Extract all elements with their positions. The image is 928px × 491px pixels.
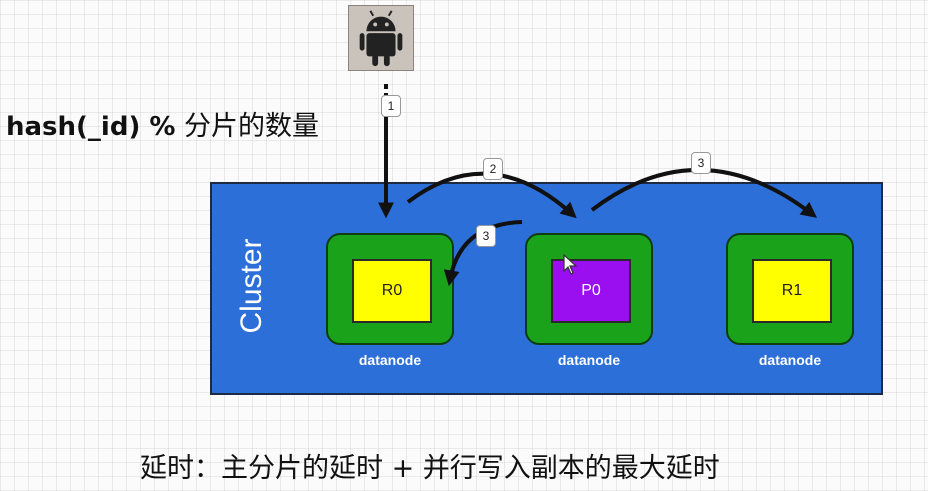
cluster-label: Cluster [235, 238, 268, 334]
formula-text: 分片的数量 [184, 111, 320, 142]
step-badge-3-right: 3 [691, 152, 711, 174]
step-badge-3-left: 3 [476, 225, 496, 247]
datanode-2: P0 [525, 233, 653, 345]
mouse-cursor-icon [563, 254, 578, 275]
datanode-2-label: datanode [557, 352, 621, 368]
routing-formula: hash(_id) % 分片的数量 [6, 104, 319, 143]
shard-r0: R0 [352, 259, 432, 323]
shard-r1: R1 [752, 259, 832, 323]
datanode-3-label: datanode [758, 352, 822, 368]
datanode-1: R0 [326, 233, 454, 345]
step-badge-1: 1 [381, 95, 401, 117]
android-icon [359, 10, 403, 67]
android-client [348, 5, 414, 71]
datanode-3: R1 [726, 233, 854, 345]
step-badge-2: 2 [483, 158, 503, 180]
formula-code: hash(_id) % [6, 112, 176, 142]
latency-note: 延时：主分片的延时 + 并行写入副本的最大延时 [140, 453, 720, 484]
datanode-1-label: datanode [358, 352, 422, 368]
